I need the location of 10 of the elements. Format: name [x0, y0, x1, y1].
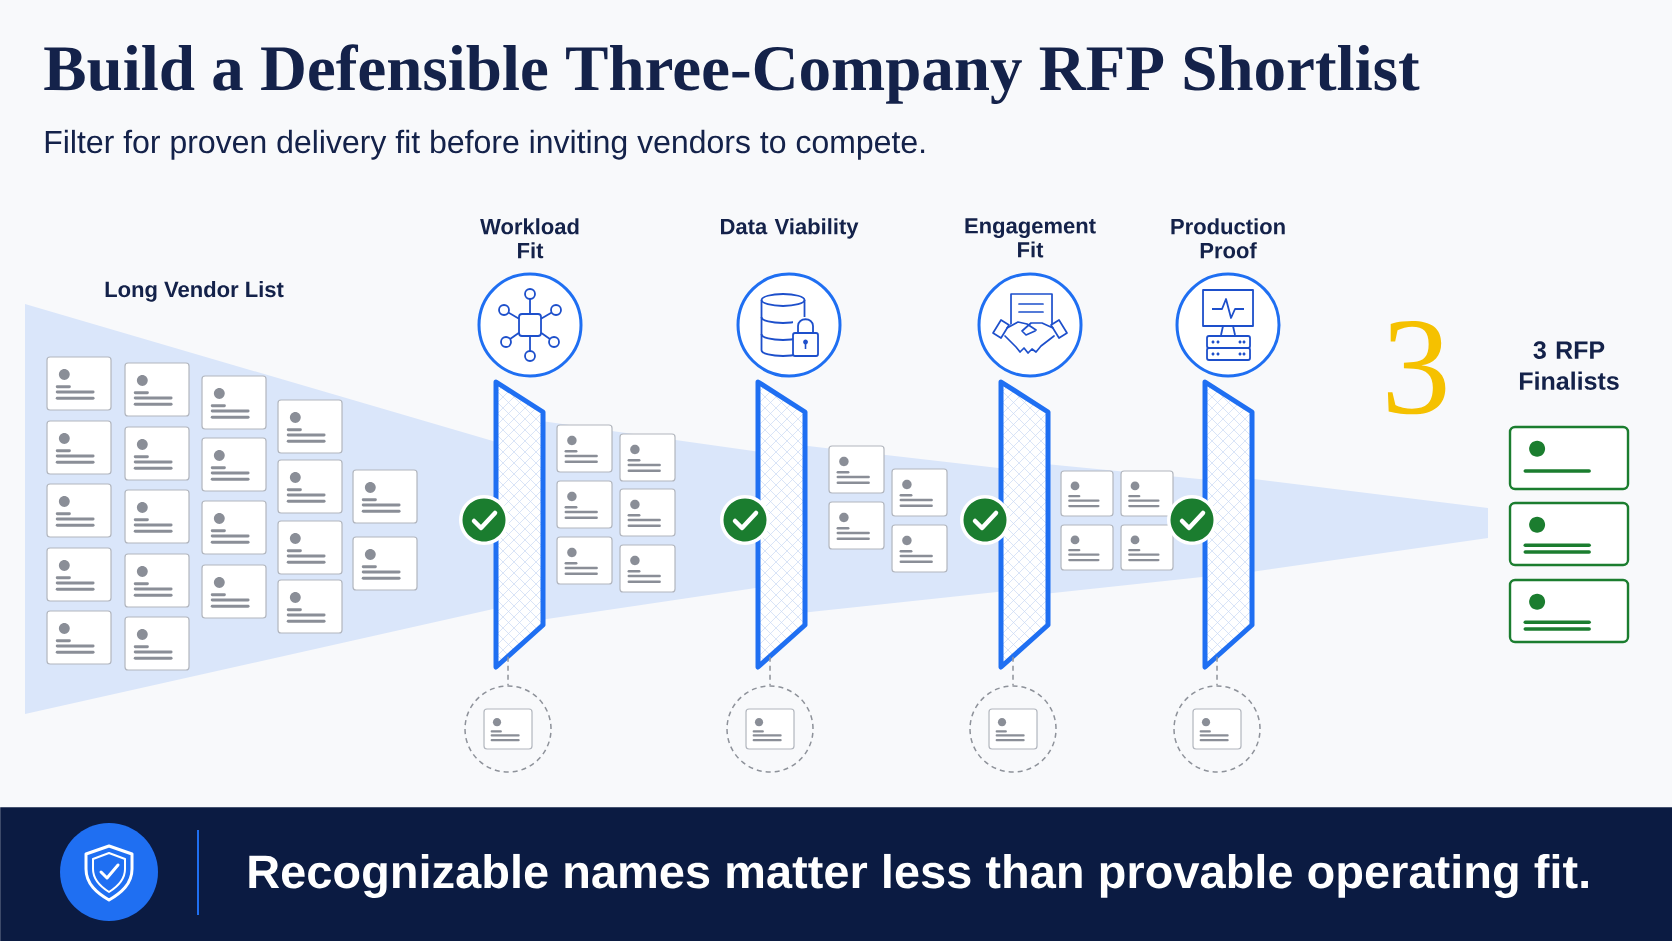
section-heading: 3 RFP Finalists	[1520, 341, 1619, 390]
dashed-line	[1216, 655, 1218, 686]
big-number: 3	[1387, 320, 1446, 415]
subtitle: Filter for proven delivery fit before inviting vendors to compete.	[45, 129, 925, 160]
dashed-line	[1012, 655, 1014, 686]
dashed-line	[769, 655, 771, 686]
dashed-line	[507, 655, 509, 686]
footer-band: Recognizable names matter less than provable operating fit.	[0, 807, 1672, 941]
section-heading: Long Vendor List	[105, 281, 284, 302]
title: Build a Defensible Three-Company RFP Shortlist	[44, 44, 1420, 104]
